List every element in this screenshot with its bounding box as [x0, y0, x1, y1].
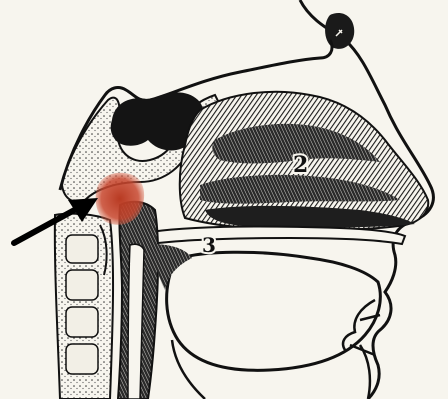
label-two: 2 [293, 152, 308, 178]
label-three: 3 [202, 233, 216, 257]
label-one: 1 [128, 258, 141, 279]
